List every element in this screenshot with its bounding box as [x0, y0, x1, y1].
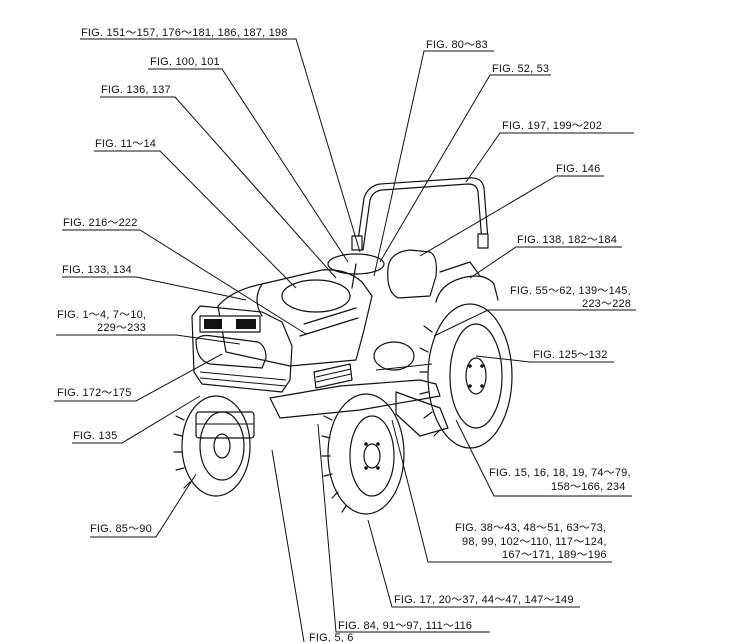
callout-label: FIG. 136, 137 [101, 84, 171, 96]
callout-label: FIG. 100, 101 [150, 56, 220, 68]
front-wheel-left [173, 395, 251, 497]
callout-label: FIG. 1～4, 7～10, [57, 309, 146, 321]
rear-fender-seat [387, 249, 499, 303]
rear-wheel [419, 303, 513, 449]
callout-labels: FIG. 151～157, 176～181, 186, 187, 198 FIG… [57, 27, 631, 642]
callout-label: FIG. 11～14 [95, 138, 156, 150]
callout-label: FIG. 125～132 [533, 349, 608, 361]
front-grille [191, 305, 293, 393]
callout-label: FIG. 146 [556, 163, 600, 175]
callout-label: FIG. 52, 53 [492, 63, 549, 75]
callout-label: 229～233 [97, 322, 146, 334]
callout-label: FIG. 197, 199～202 [502, 120, 602, 132]
rops-frame [351, 177, 489, 251]
callout-label: FIG. 133, 134 [62, 264, 132, 276]
tractor-illustration [173, 177, 513, 515]
callout-label: 167～171, 189～196 [502, 549, 607, 561]
hood [217, 269, 373, 389]
callout-label: FIG. 135 [73, 430, 117, 442]
callout-label: FIG. 80～83 [426, 39, 488, 51]
callout-label: 98, 99, 102～110, 117～124, [462, 536, 607, 548]
callout-label: 158～166, 234 [551, 481, 626, 493]
front-wheel-right [321, 393, 405, 515]
callout-label: 223～228 [582, 298, 631, 310]
leader-lines [54, 38, 636, 642]
callout-label: FIG. 216～222 [63, 217, 138, 229]
callout-label: FIG. 38～43, 48～51, 63～73, [455, 522, 606, 534]
callout-label: FIG. 55～62, 139～145, [510, 285, 631, 297]
callout-label: FIG. 85～90 [90, 523, 152, 535]
callout-label: FIG. 172～175 [57, 387, 132, 399]
chassis [269, 341, 449, 437]
callout-label: FIG. 17, 20～37, 44～47, 147～149 [394, 594, 574, 606]
callout-label: FIG. 138, 182～184 [517, 234, 617, 246]
callout-label: FIG. 15, 16, 18, 19, 74～79, [489, 467, 631, 479]
callout-label: FIG. 5, 6 [309, 632, 354, 642]
callout-label: FIG. 151～157, 176～181, 186, 187, 198 [81, 27, 288, 39]
callout-label: FIG. 84, 91～97, 111～116 [338, 620, 472, 632]
